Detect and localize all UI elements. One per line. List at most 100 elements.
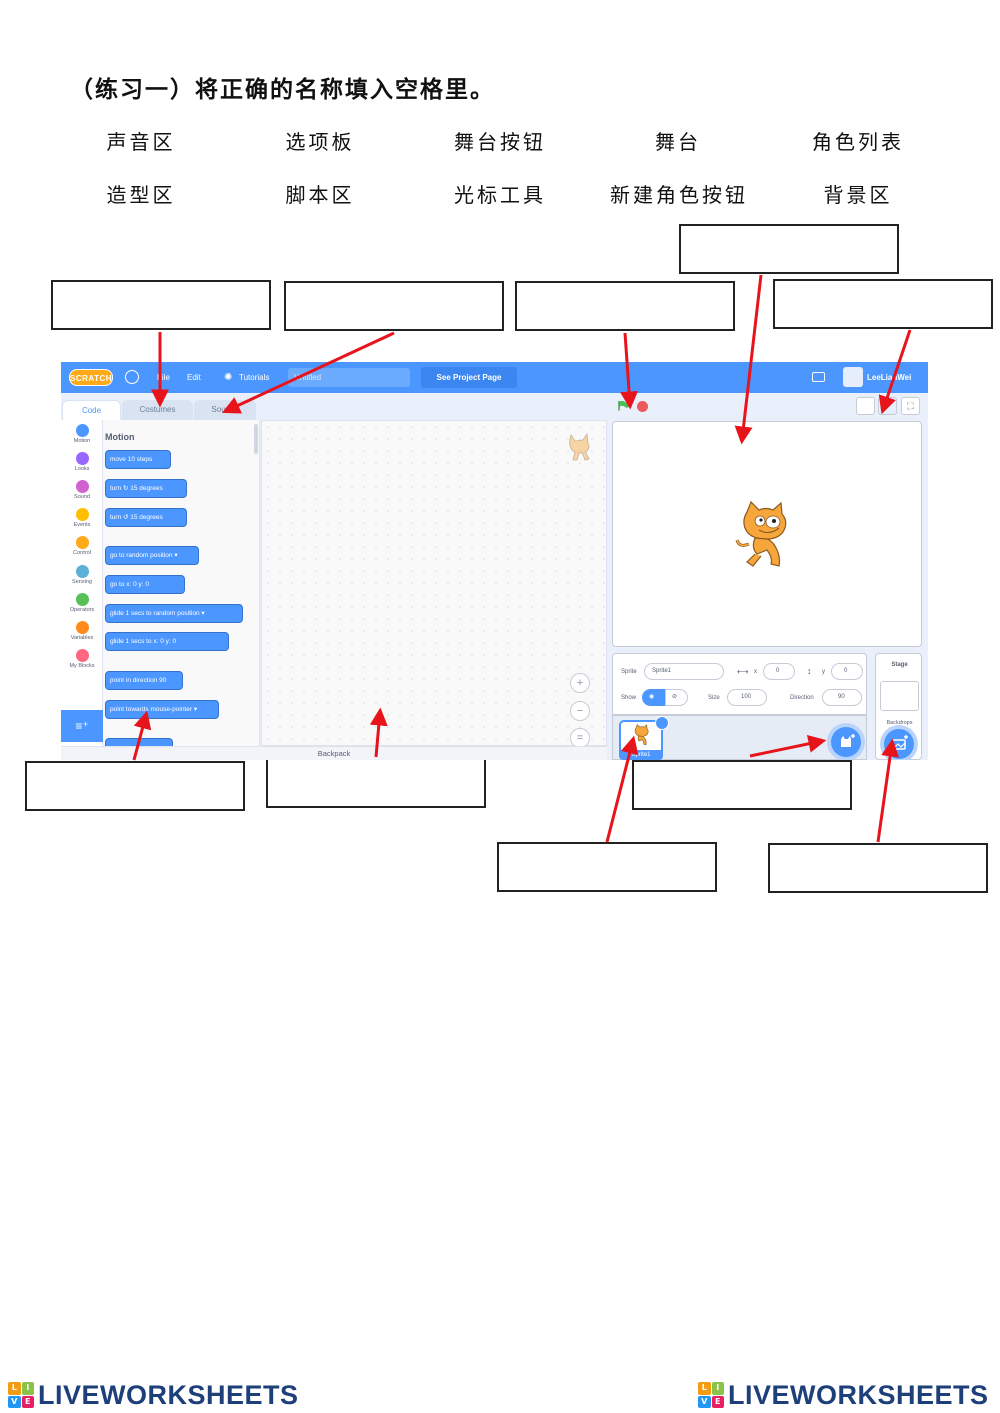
large-stage-icon[interactable]	[878, 397, 897, 415]
eye-hidden-icon[interactable]: ⊘	[665, 689, 688, 706]
worksheet-title: （练习一）将正确的名称填入空格里。	[70, 76, 495, 103]
eye-icon[interactable]: ◉	[642, 689, 665, 706]
answer-box-stage-buttons[interactable]	[515, 281, 735, 331]
palette-scrollbar[interactable]	[254, 424, 258, 454]
tab-costumes[interactable]: Costumes	[122, 400, 193, 420]
block-point-direction[interactable]: point in direction 90	[105, 671, 183, 690]
project-title-input[interactable]: Untitled	[288, 368, 410, 387]
size-input[interactable]: 100	[727, 689, 767, 706]
answer-box-backdrops[interactable]	[768, 843, 988, 893]
green-flag-icon[interactable]	[618, 400, 629, 411]
x-input[interactable]: 0	[763, 663, 795, 680]
block-categories: Motion Looks Sound Events Control Sensin…	[61, 420, 103, 760]
block-palette: Motion move 10 steps turn ↻ 15 degrees t…	[103, 420, 260, 760]
x-arrows-icon: ⟷	[737, 667, 749, 676]
block-point-towards[interactable]: point towards mouse-pointer ▾	[105, 700, 219, 719]
menu-edit[interactable]: Edit	[187, 373, 201, 382]
editor-tabs: Code Costumes Sounds	[61, 393, 606, 420]
category-sensing[interactable]: Sensing	[61, 565, 103, 585]
sprite-thumbnail-name: Sprite1	[619, 750, 663, 760]
block-move[interactable]: move 10 steps	[105, 450, 171, 469]
extension-icon[interactable]: ≡⁺	[61, 710, 103, 742]
scratch-editor-screenshot: SCRATCH File Edit ✺ Tutorials Untitled S…	[61, 362, 928, 760]
answer-box-sounds[interactable]	[284, 281, 504, 331]
stage-target-panel[interactable]: Stage Backdrops	[875, 653, 922, 760]
menu-tutorials[interactable]: Tutorials	[239, 373, 270, 382]
category-sound[interactable]: Sound	[61, 480, 103, 500]
zoom-out-icon[interactable]: −	[570, 701, 590, 721]
word-bank-item: 声音区	[106, 130, 176, 154]
category-motion[interactable]: Motion	[61, 424, 103, 444]
answer-box-sprite-list[interactable]	[497, 842, 717, 892]
block-turn-right[interactable]: turn ↻ 15 degrees	[105, 479, 187, 498]
direction-label: Direction	[790, 695, 814, 701]
answer-box-stage-mode[interactable]	[773, 279, 993, 329]
word-bank-item: 舞台	[655, 130, 701, 154]
palette-title: Motion	[105, 432, 135, 442]
direction-input[interactable]: 90	[822, 689, 862, 706]
word-bank-item: 角色列表	[812, 130, 904, 154]
avatar[interactable]	[843, 367, 863, 387]
answer-box-stage[interactable]	[679, 224, 899, 274]
answer-box-palette[interactable]	[25, 761, 245, 811]
y-arrows-icon: ↕	[807, 666, 812, 676]
small-stage-icon[interactable]	[856, 397, 875, 415]
backpack[interactable]: Backpack	[61, 746, 607, 760]
answer-box-scripts[interactable]	[266, 758, 486, 808]
show-label: Show	[621, 695, 637, 701]
cat-sprite-icon[interactable]	[733, 500, 799, 570]
category-events[interactable]: Events	[61, 508, 103, 528]
scratch-logo[interactable]: SCRATCH	[69, 369, 113, 386]
y-label: y	[822, 669, 825, 675]
category-looks[interactable]: Looks	[61, 452, 103, 472]
answer-box-costumes[interactable]	[51, 280, 271, 330]
word-bank-item: 造型区	[106, 183, 176, 207]
fullscreen-icon[interactable]: ⛶	[901, 397, 920, 415]
stop-icon[interactable]	[637, 401, 648, 412]
lightbulb-icon: ✺	[224, 372, 233, 383]
scripts-workspace[interactable]	[261, 420, 607, 746]
block-glide-to-xy[interactable]: glide 1 secs to x: 0 y: 0	[105, 632, 229, 651]
see-project-button[interactable]: See Project Page	[421, 367, 517, 388]
zoom-reset-icon[interactable]: =	[570, 728, 590, 748]
sprite-name-input[interactable]: Sprite1	[644, 663, 724, 680]
zoom-in-icon[interactable]: +	[570, 673, 590, 693]
add-backdrop-icon[interactable]	[884, 729, 914, 759]
block-go-to-xy[interactable]: go to x: 0 y: 0	[105, 575, 185, 594]
username[interactable]: LeeLianWei	[867, 373, 912, 382]
word-bank-item: 背景区	[823, 183, 893, 207]
category-my-blocks[interactable]: My Blocks	[61, 649, 103, 669]
block-turn-left[interactable]: turn ↺ 15 degrees	[105, 508, 187, 527]
cat-thumbnail-icon	[634, 724, 649, 746]
category-variables[interactable]: Variables	[61, 621, 103, 641]
liveworksheets-brand: LIVEWORKSHEETS	[38, 1379, 299, 1410]
globe-icon[interactable]	[125, 370, 139, 384]
backdrops-label: Backdrops	[886, 720, 913, 726]
tab-code[interactable]: Code	[62, 400, 121, 420]
x-label: x	[754, 669, 757, 675]
category-control[interactable]: Control	[61, 536, 103, 556]
word-bank-item: 舞台按钮	[454, 130, 546, 154]
liveworksheets-brand: LIVEWORKSHEETS	[728, 1379, 989, 1410]
category-operators[interactable]: Operators	[61, 593, 103, 613]
tab-sounds[interactable]: Sounds	[194, 400, 256, 420]
word-bank-item: 新建角色按钮	[610, 183, 748, 207]
stage-thumbnail[interactable]	[880, 681, 919, 711]
sprite-watermark-icon	[569, 432, 590, 461]
menu-file[interactable]: File	[157, 373, 170, 382]
block-glide-to[interactable]: glide 1 secs to random position ▾	[105, 604, 243, 623]
y-input[interactable]: 0	[831, 663, 863, 680]
answer-box-new-sprite[interactable]	[632, 760, 852, 810]
word-bank-item: 选项板	[285, 130, 355, 154]
sprite-info-panel: Sprite Sprite1 ⟷ x 0 ↕ y 0 Show ◉ ⊘ Size…	[612, 653, 867, 715]
block-go-to[interactable]: go to random position ▾	[105, 546, 199, 565]
size-label: Size	[708, 695, 720, 701]
stage[interactable]	[612, 421, 922, 647]
folder-icon[interactable]	[812, 372, 825, 382]
add-sprite-icon[interactable]	[831, 727, 861, 757]
word-bank-item: 光标工具	[454, 183, 546, 207]
trash-icon[interactable]	[655, 716, 669, 730]
